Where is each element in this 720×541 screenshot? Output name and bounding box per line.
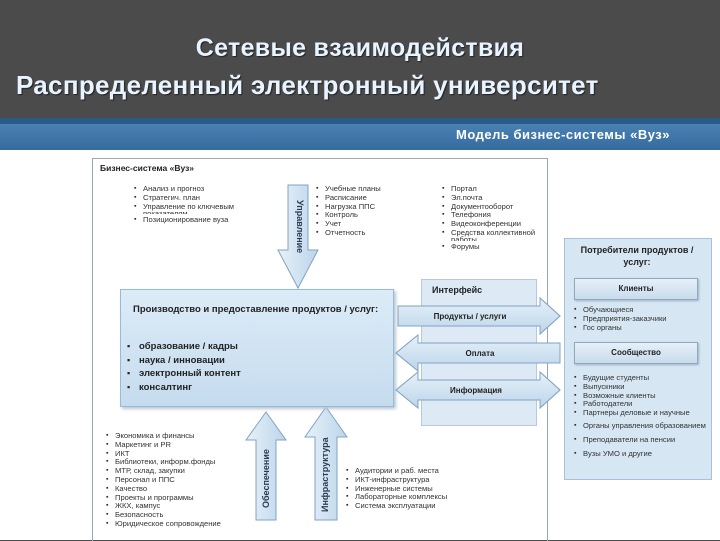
banner-band [0, 118, 720, 124]
list-item: Эл.почта [442, 193, 561, 203]
list-item: Экономика и финансы [106, 431, 221, 441]
products-arrow-label: Продукты / услуги [433, 312, 507, 321]
list-item: образование / кадры [127, 340, 241, 354]
list-item: Обучающиеся [574, 305, 667, 315]
list-item: Портал [442, 184, 561, 194]
infra-arrow-label: Инфраструктура [320, 437, 330, 512]
list-item: Возможные клиенты [574, 391, 708, 401]
production-list: образование / кадры наука / инновации эл… [127, 340, 241, 394]
list-item: Библиотеки, информ.фонды [106, 458, 221, 467]
clients-box: Клиенты [574, 278, 698, 300]
list-item: Документооборот [442, 202, 561, 212]
list-item: Форумы [442, 242, 561, 252]
list-item: Расписание [316, 193, 381, 203]
management-arrow-label: Управление [295, 200, 305, 254]
list-item: Телефония [442, 211, 561, 220]
list-item: Учет [316, 219, 381, 229]
list-item: Персонал и ППС [106, 475, 221, 485]
list-item: Средства коллективной работы [442, 229, 561, 241]
information-arrow-label: Информация [450, 386, 502, 395]
list-item: Нагрузка ППС [316, 202, 381, 212]
portal-list: Портал Эл.почта Документооборот Телефони… [442, 184, 561, 252]
list-item: Контроль [316, 211, 381, 220]
list-item: Отчетность [316, 228, 381, 238]
list-item: Аудитории и раб. места [346, 466, 447, 476]
community-box: Сообщество [574, 342, 698, 364]
list-item: Анализ и прогноз [134, 184, 278, 194]
production-box: Производство и предоставление продуктов … [120, 289, 394, 407]
infra-list: Аудитории и раб. места ИКТ-инфраструктур… [346, 466, 447, 511]
list-item: МТР, склад, закупки [106, 466, 221, 476]
community-list: Будущие студенты Выпускники Возможные кл… [574, 373, 708, 459]
list-item: Будущие студенты [574, 373, 708, 383]
list-item: Преподаватели на пенсии [574, 436, 708, 448]
clients-list: Обучающиеся Предприятия-заказчики Гос ор… [574, 305, 667, 333]
infra-arrow [304, 406, 348, 521]
business-system-title: Бизнес-система «Вуз» [100, 163, 195, 173]
slide-header [0, 0, 720, 118]
list-item: Безопасность [106, 510, 221, 520]
list-item: Вузы УМО и другие [574, 449, 708, 459]
list-item: Система эксплуатации [346, 501, 447, 511]
list-item: консалтинг [127, 381, 241, 395]
list-item: Стратегич. план [134, 193, 278, 203]
list-item: ИКТ [106, 449, 221, 459]
consumers-title: Потребители продуктов / услуг: [580, 245, 694, 267]
list-item: Выпускники [574, 382, 708, 392]
list-item: Проекты и программы [106, 493, 221, 503]
slide-title-line2: Распределенный электронный университет [16, 70, 599, 100]
list-item: Юридическое сопровождение [106, 519, 221, 529]
list-item: Видеоконференции [442, 219, 561, 229]
list-item: Инженерные системы [346, 484, 447, 494]
list-item: Партнеры деловые и научные [574, 409, 708, 420]
plans-list: Учебные планы Расписание Нагрузка ППС Ко… [316, 184, 381, 238]
list-item: Предприятия-заказчики [574, 314, 667, 324]
list-item: наука / инновации [127, 354, 241, 368]
list-item: Учебные планы [316, 184, 381, 194]
list-item: ЖКХ, кампус [106, 502, 221, 511]
model-banner: Модель бизнес-системы «Вуз» [0, 118, 720, 150]
support-arrow [245, 411, 287, 521]
list-item: ИКТ-инфраструктура [346, 475, 447, 485]
list-item: Лабораторные комплексы [346, 493, 447, 502]
list-item: Позиционирование вуза [134, 215, 278, 225]
list-item: Управление по ключевым показателям [134, 203, 278, 214]
management-arrow [277, 184, 319, 290]
list-item: электронный контент [127, 367, 241, 381]
list-item: Органы управления образованием [574, 422, 708, 434]
list-item: Маркетинг и PR [106, 440, 221, 450]
banner-title: Модель бизнес-системы «Вуз» [456, 127, 670, 142]
list-item: Работодатели [574, 400, 708, 409]
support-list: Экономика и финансы Маркетинг и PR ИКТ Б… [106, 431, 221, 529]
slide-title-line1: Сетевые взаимодействия [195, 34, 525, 62]
list-item: Гос органы [574, 323, 667, 333]
interface-title: Интерфейс [432, 285, 483, 295]
payment-arrow-label: Оплата [465, 349, 495, 358]
production-title: Производство и предоставление продуктов … [133, 304, 379, 315]
management-list: Анализ и прогноз Стратегич. план Управле… [134, 184, 278, 225]
support-arrow-label: Обеспечение [261, 449, 271, 508]
list-item: Качество [106, 484, 221, 494]
